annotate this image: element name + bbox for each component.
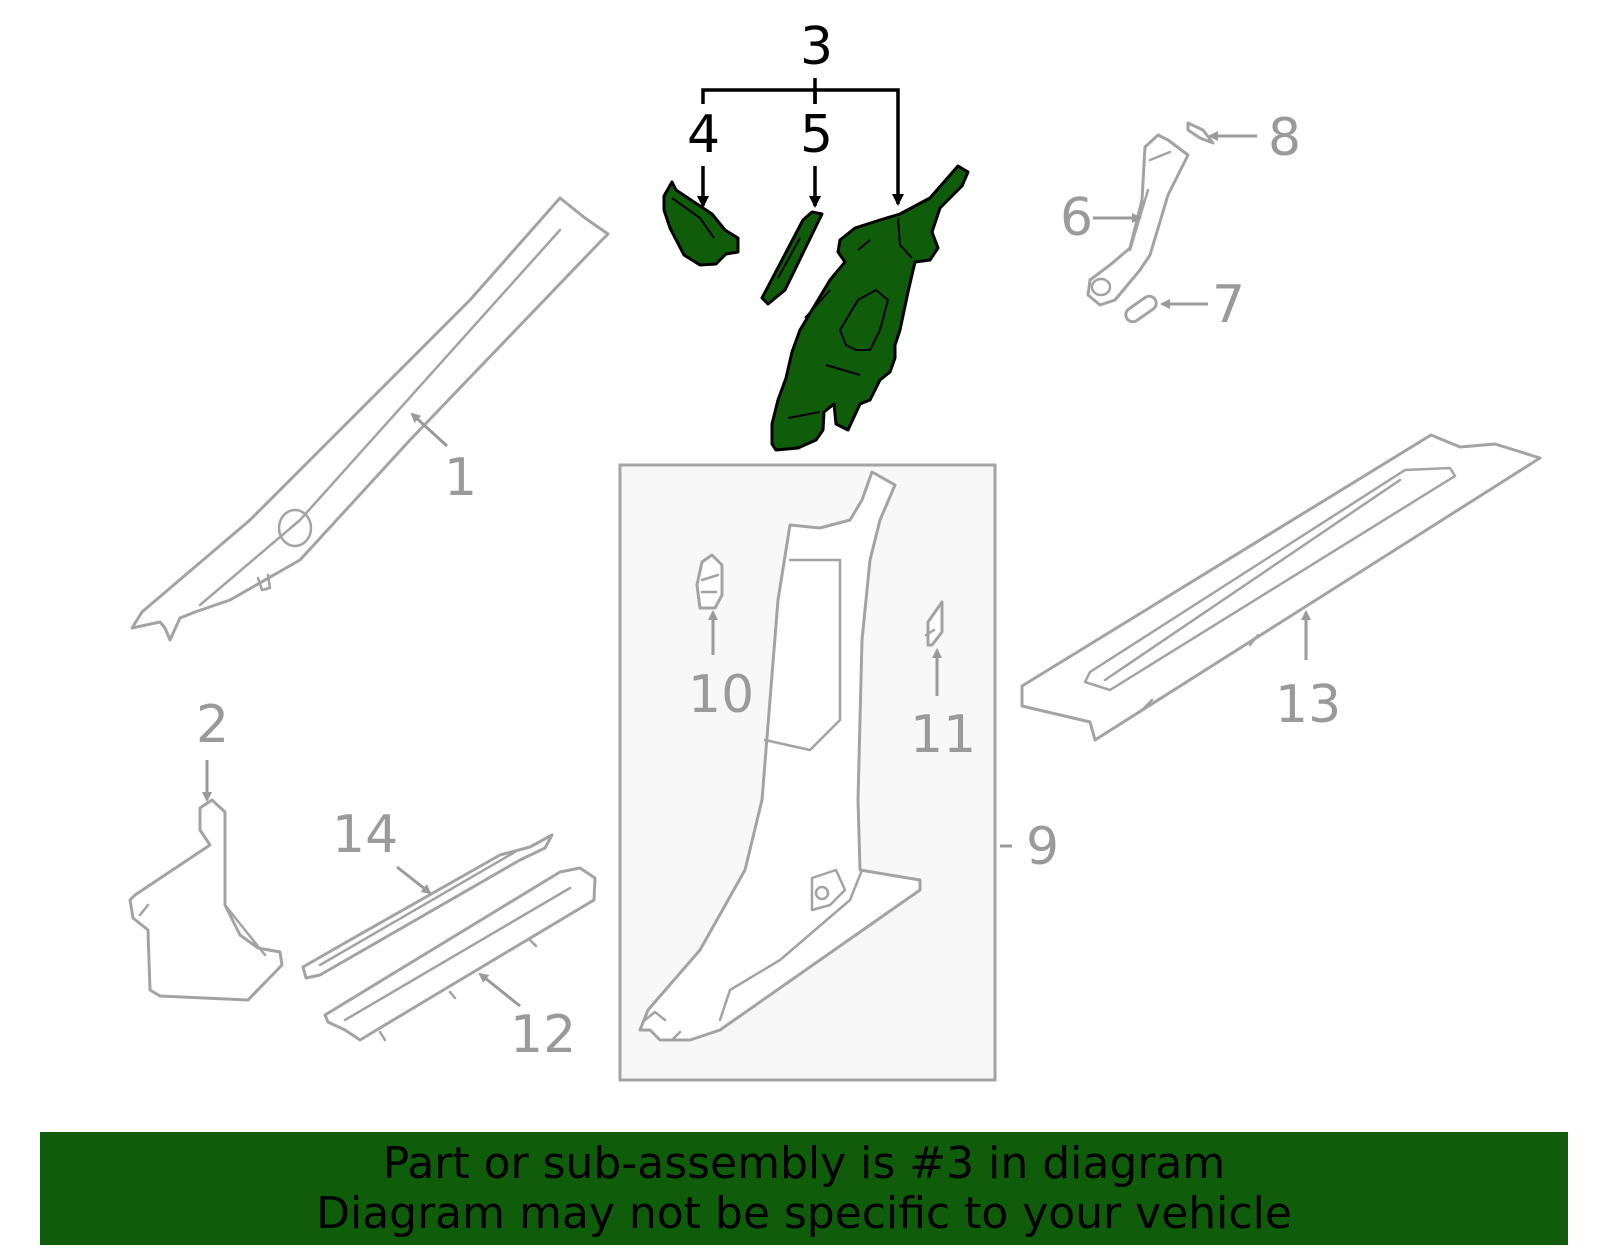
callout-2: 2 bbox=[196, 695, 229, 755]
callout-3: 3 bbox=[800, 17, 833, 77]
part-10-clip bbox=[695, 553, 724, 610]
info-banner: Part or sub-assembly is #3 in diagram Di… bbox=[40, 1132, 1568, 1245]
callout-10: 10 bbox=[688, 665, 754, 725]
callout-11: 11 bbox=[910, 705, 976, 765]
callout-12: 12 bbox=[510, 1005, 576, 1065]
callout-6: 6 bbox=[1060, 188, 1093, 248]
part-5-trim-strip bbox=[760, 210, 824, 306]
part-1-a-pillar-trim bbox=[130, 196, 610, 642]
part-9-b-pillar-lower-assembly bbox=[618, 463, 997, 1082]
callout-4: 4 bbox=[687, 105, 720, 165]
callout-5: 5 bbox=[800, 105, 833, 165]
leader-1 bbox=[410, 412, 449, 448]
part-2-kick-panel bbox=[128, 798, 284, 1002]
assembly-3-leaders bbox=[697, 78, 904, 208]
callout-7: 7 bbox=[1212, 275, 1245, 335]
part-13-rocker-sill bbox=[1020, 433, 1542, 742]
leader-14 bbox=[396, 865, 432, 895]
callout-14: 14 bbox=[332, 805, 398, 865]
callout-1: 1 bbox=[444, 448, 477, 508]
callout-8: 8 bbox=[1268, 108, 1301, 168]
part-4-cover-cap bbox=[662, 180, 740, 267]
part-8-cap bbox=[1186, 121, 1215, 145]
part-3-b-pillar-upper-trim bbox=[770, 164, 970, 452]
callout-9: 9 bbox=[1026, 817, 1059, 877]
part-7-plug bbox=[1124, 294, 1158, 324]
part-11-clip bbox=[924, 600, 944, 647]
leader-12 bbox=[478, 972, 521, 1008]
banner-line-2: Diagram may not be specific to your vehi… bbox=[316, 1187, 1292, 1239]
part-12-sill-plate bbox=[323, 866, 597, 1042]
banner-line-1: Part or sub-assembly is #3 in diagram bbox=[382, 1137, 1226, 1189]
part-14-scuff-strip bbox=[301, 833, 554, 980]
callout-13: 13 bbox=[1275, 675, 1341, 735]
part-6-grab-handle bbox=[1086, 133, 1190, 307]
leader-lines bbox=[202, 131, 1311, 1008]
